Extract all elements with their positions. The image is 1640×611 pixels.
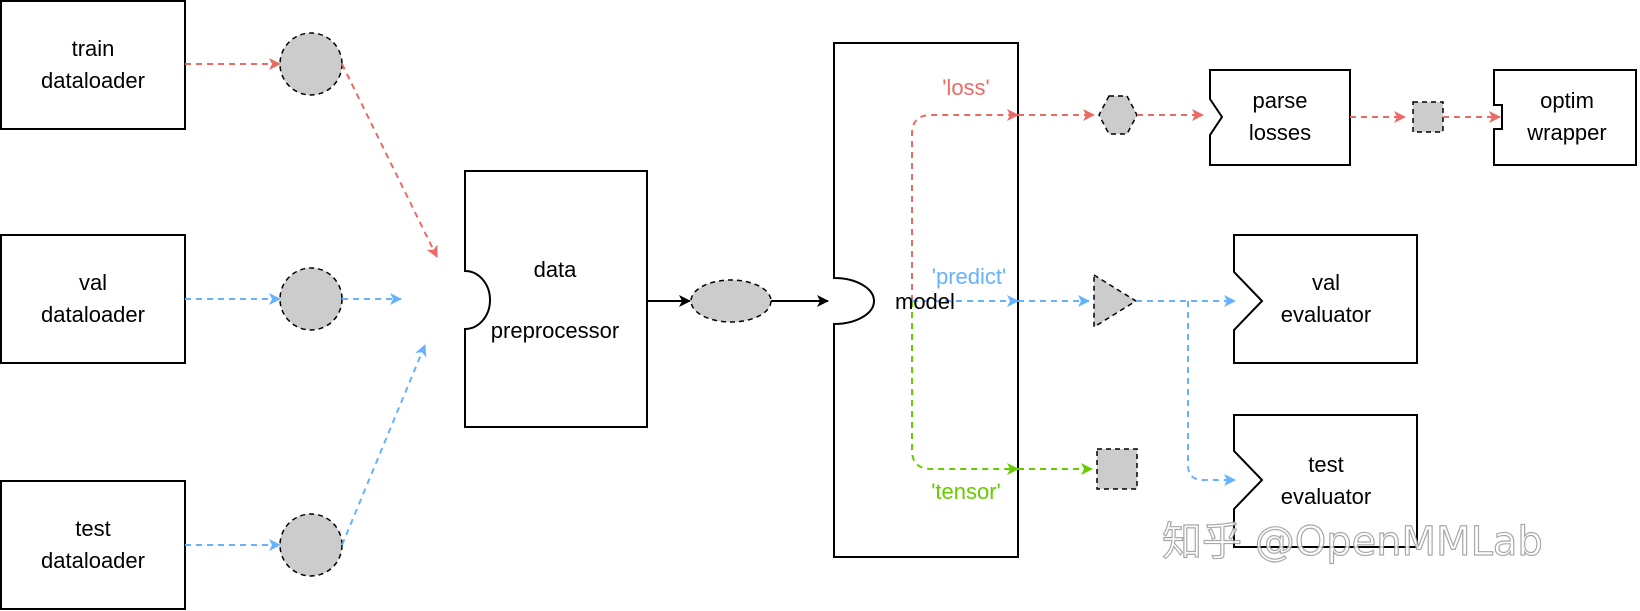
loss-value-node <box>1412 101 1444 133</box>
predict-to-test-evaluator-arrow <box>1187 301 1236 486</box>
val-dataloader-label-line2: dataloader <box>41 302 145 327</box>
loss-branch-path <box>911 109 1019 301</box>
data-preprocessor-label-line2: preprocessor <box>491 318 619 343</box>
predict-result-node <box>1093 273 1138 329</box>
parse-losses-label-line2: losses <box>1249 120 1311 145</box>
train-batch-node <box>279 32 343 96</box>
test-dataloader-label-line1: test <box>75 516 110 541</box>
model-label: model <box>895 289 955 314</box>
val-evaluator-label-line2: evaluator <box>1281 302 1372 327</box>
test-evaluator-label-line1: test <box>1308 452 1343 477</box>
train-dataloader-box: train dataloader <box>0 0 186 130</box>
parse-losses-box: parse losses <box>1209 69 1351 166</box>
optim-wrapper-label-line1: optim <box>1540 88 1594 113</box>
predict-mode-label: 'predict' <box>932 264 1006 289</box>
test-batch-to-preprocessor-arrow <box>341 344 427 546</box>
loss-dict-node <box>1098 95 1138 135</box>
val-dataloader-box: val dataloader <box>0 234 186 364</box>
test-evaluator-box: test evaluator <box>1233 414 1418 548</box>
val-evaluator-box: val evaluator <box>1233 234 1418 364</box>
test-evaluator-label-line2: evaluator <box>1281 484 1372 509</box>
tensor-branch-path <box>911 301 1019 475</box>
test-batch-node <box>279 513 343 577</box>
train-batch-to-preprocessor-arrow <box>341 63 438 258</box>
val-batch-node <box>279 267 343 331</box>
tensor-mode-label: 'tensor' <box>931 479 1001 504</box>
test-dataloader-label-line2: dataloader <box>41 548 145 573</box>
processed-data-node <box>690 279 772 323</box>
data-preprocessor-box: data preprocessor <box>464 170 648 428</box>
loss-mode-label: 'loss' <box>942 75 990 100</box>
tensor-result-node <box>1096 448 1138 490</box>
optim-wrapper-box: optim wrapper <box>1493 69 1637 166</box>
parse-losses-label-line1: parse <box>1252 88 1307 113</box>
val-dataloader-label-line1: val <box>79 270 107 295</box>
data-preprocessor-label-line1: data <box>534 257 578 282</box>
watermark: 知乎 @OpenMMLab <box>1162 519 1543 565</box>
train-dataloader-label-line2: dataloader <box>41 68 145 93</box>
train-dataloader-label-line1: train <box>72 36 115 61</box>
val-evaluator-label-line1: val <box>1312 270 1340 295</box>
test-dataloader-box: test dataloader <box>0 480 186 610</box>
optim-wrapper-label-line2: wrapper <box>1526 120 1606 145</box>
